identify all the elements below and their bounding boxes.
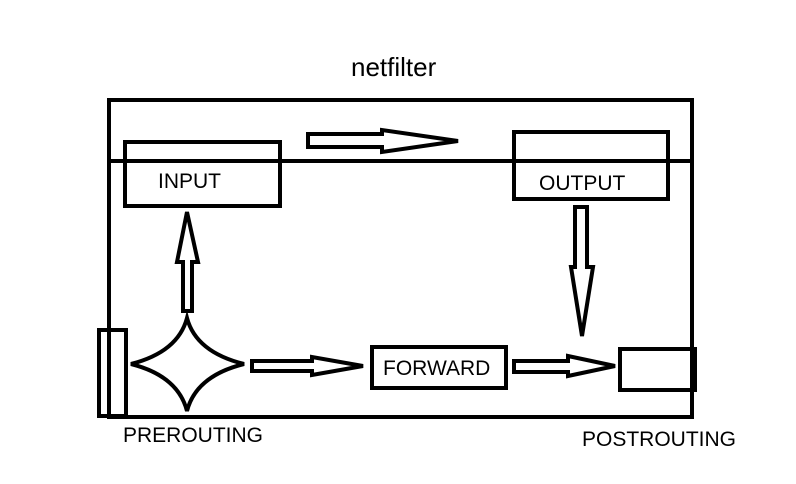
- arrow-star-to-input: [174, 211, 201, 313]
- output-box: [512, 130, 670, 201]
- arrow-input-to-output: [306, 127, 459, 155]
- prerouting-label: PREROUTING: [123, 424, 264, 447]
- prerouting-star-icon: [130, 310, 245, 412]
- diagram-title: netfilter: [351, 52, 437, 82]
- forward-box: [370, 345, 508, 390]
- postrouting-box: [618, 347, 697, 392]
- arrow-forward-to-postrouting: [512, 353, 616, 379]
- netfilter-frame: [107, 98, 694, 419]
- arrow-output-to-postrouting: [568, 205, 596, 337]
- forward-label: FORWARD: [383, 357, 491, 380]
- arrow-star-to-forward: [250, 354, 364, 378]
- postrouting-label: POSTROUTING: [582, 428, 737, 451]
- output-label: OUTPUT: [539, 172, 626, 195]
- input-box: [123, 140, 282, 208]
- input-label: INPUT: [158, 170, 221, 193]
- prerouting-bar-outer: [97, 328, 128, 418]
